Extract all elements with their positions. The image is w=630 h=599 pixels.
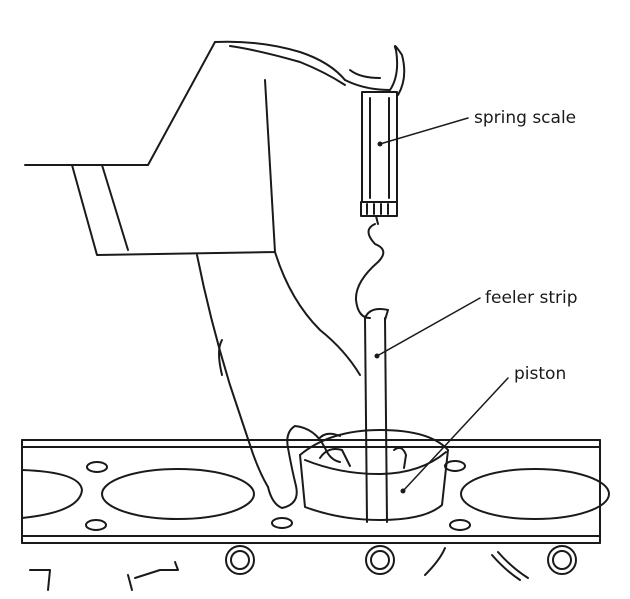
spring-scale-leader-dot	[377, 141, 383, 147]
label-feeler-strip: feeler strip	[485, 288, 578, 308]
feeler-strip	[364, 308, 389, 523]
feeler-strip-leader-dot	[374, 353, 380, 359]
spring-scale	[344, 45, 406, 319]
cylinder-bores	[21, 468, 610, 520]
face-holes	[225, 545, 577, 575]
piston-leader-dot	[400, 488, 406, 494]
label-piston: piston	[514, 364, 567, 384]
hand-and-sleeve	[24, 40, 407, 509]
spring-scale-leader	[379, 117, 469, 145]
bolt-holes	[85, 460, 471, 531]
cylinder-block	[21, 439, 601, 591]
piston-leader	[402, 377, 509, 492]
feeler-strip-leader	[376, 297, 481, 357]
leader-lines	[374, 117, 509, 494]
label-spring-scale: spring scale	[474, 108, 577, 128]
